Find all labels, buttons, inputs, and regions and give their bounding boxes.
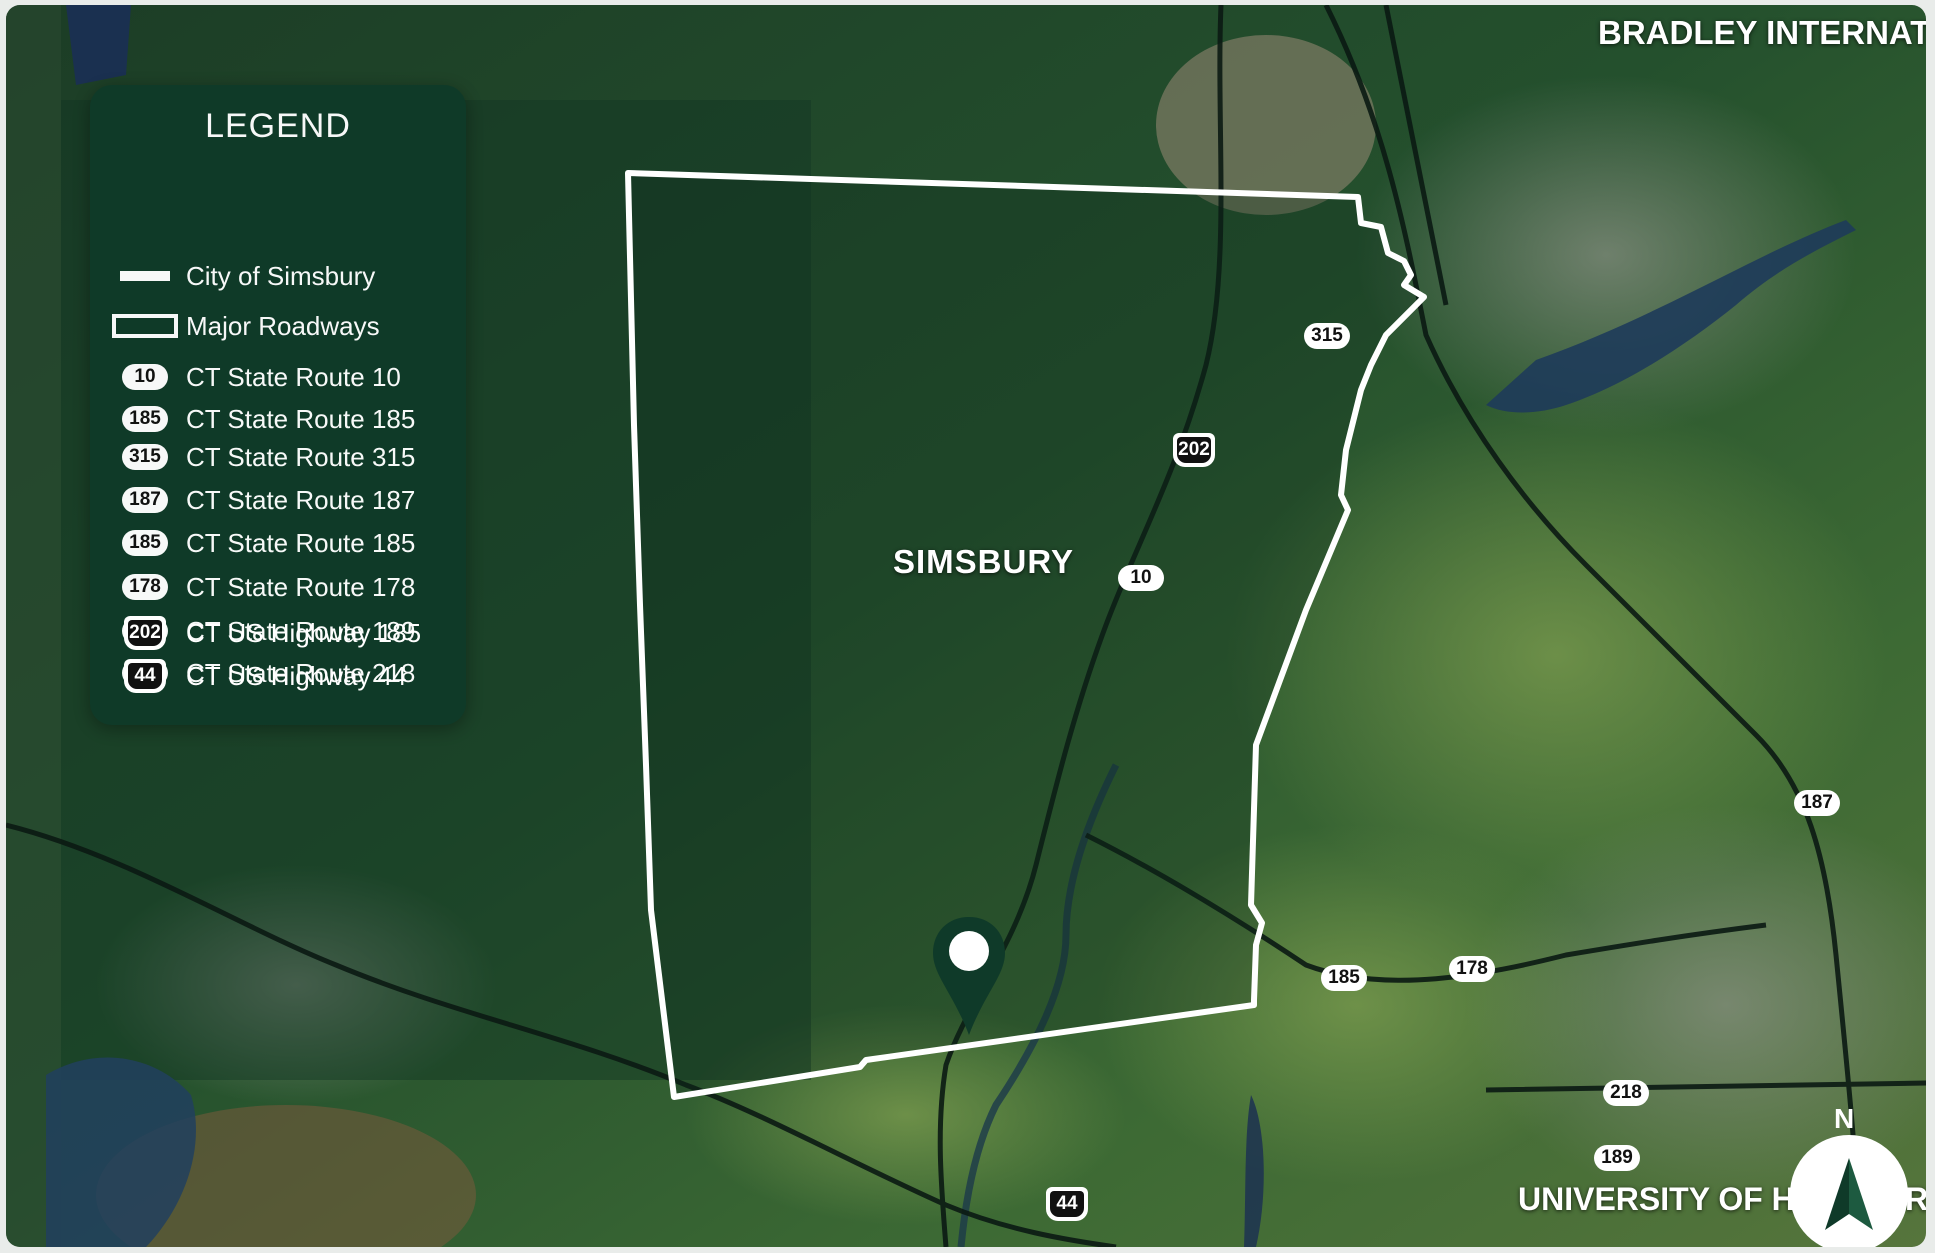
legend-item-route-187: 187 CT State Route 187 — [110, 482, 415, 518]
north-label: N — [1834, 1103, 1855, 1134]
route-badge-44[interactable]: 44 — [1046, 1187, 1088, 1221]
legend-item-route-10: 10 CT State Route 10 — [110, 359, 401, 395]
legend-item-roadways: Major Roadways — [110, 308, 380, 344]
route-badge-10[interactable]: 10 — [1118, 565, 1164, 591]
roadway-box-symbol — [112, 314, 178, 338]
legend-item-us-202: 202 CT US Highway 185 — [110, 615, 421, 651]
simsbury-boundary — [625, 170, 1427, 1100]
legend-title: LEGEND — [205, 107, 351, 145]
town-label: SIMSBURY — [893, 543, 1074, 580]
university-label: UNIVERSITY OF HARTFORD — [1518, 1181, 1926, 1217]
route-badge-178[interactable]: 178 — [1449, 956, 1495, 982]
compass-arrow-icon — [1825, 1158, 1873, 1230]
route-badge-202[interactable]: 202 — [1173, 433, 1215, 467]
legend-item-city: City of Simsbury — [110, 258, 375, 294]
compass[interactable] — [1790, 1135, 1908, 1247]
route-badge-315[interactable]: 315 — [1304, 323, 1350, 349]
route-badge-189[interactable]: 189 — [1594, 1145, 1640, 1171]
legend-item-route-178: 178 CT State Route 178 — [110, 569, 415, 605]
route-badge-218[interactable]: 218 — [1603, 1080, 1649, 1106]
legend-item-route-315: 315 CT State Route 315 — [110, 439, 415, 475]
legend-item-route-185: 185 CT State Route 185 — [110, 401, 415, 437]
airport-label: BRADLEY INTERNATIONAL AIRPORT — [1598, 14, 1926, 51]
route-badge-187[interactable]: 187 — [1794, 790, 1840, 816]
legend-item-route-185b: 185 CT State Route 185 — [110, 525, 415, 561]
map-pin-icon[interactable] — [931, 915, 1007, 1037]
legend-item-us-44: 44 CT US Highway 44 — [110, 658, 407, 694]
route-badge-185[interactable]: 185 — [1321, 965, 1367, 991]
boundary-line-symbol — [120, 271, 170, 281]
